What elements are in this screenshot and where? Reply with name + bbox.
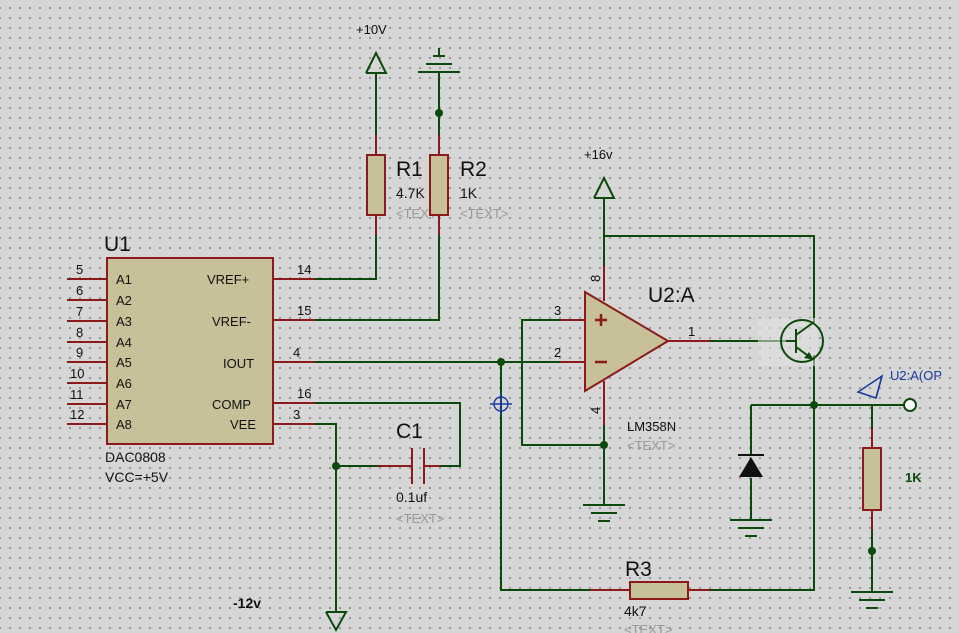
u2a-part: LM358N (627, 419, 676, 434)
u1-pin-num: 8 (76, 325, 83, 340)
voltage-probe[interactable]: U2:A(OP (856, 368, 942, 399)
r3-ref: R3 (625, 558, 652, 581)
resistor-r3[interactable]: R3 4k7 <TEXT> (590, 558, 710, 633)
ground-symbol-top[interactable] (418, 48, 460, 135)
u1-pin-num: 4 (293, 345, 300, 360)
u1-pin-num: 14 (297, 262, 311, 277)
u1-pin-num: 10 (70, 366, 84, 381)
ground-symbol-diode[interactable] (730, 519, 772, 537)
origin-marker (490, 393, 512, 415)
c1-text: <TEXT> (396, 511, 444, 526)
resistor-load[interactable]: 1K (862, 428, 922, 530)
transistor-npn[interactable] (758, 318, 824, 366)
ground-symbol-opamp[interactable] (583, 504, 625, 522)
resistor-r1[interactable]: R1 4.7K <TEXT> (366, 135, 444, 235)
junction-dot (600, 441, 608, 449)
u2a-pin-minus: 2 (554, 345, 561, 360)
ic-u1-dac0808[interactable]: U1 DAC0808 VCC=+5V 5 6 7 8 9 10 11 12 A1… (67, 233, 315, 485)
u1-pin-num: 15 (297, 303, 311, 318)
junction-dot (497, 358, 505, 366)
u2a-pin-out: 1 (688, 324, 695, 339)
u1-pin-name: A1 (116, 272, 132, 287)
junction-dot (868, 547, 876, 555)
power-terminal-plus16v[interactable]: +16v (584, 147, 616, 199)
u2a-pin-vcc: 8 (588, 275, 603, 282)
probe-label: U2:A(OP (890, 368, 942, 383)
u1-pin-name: IOUT (223, 356, 254, 371)
junction-dot (435, 109, 443, 117)
u1-left-pins: 5 6 7 8 9 10 11 12 A1 A2 A3 A4 A5 A6 A7 … (67, 262, 132, 432)
power-terminal-minus12v[interactable]: -12v (233, 595, 348, 633)
u1-pin-num: 16 (297, 386, 311, 401)
u1-part: DAC0808 (105, 449, 166, 465)
u1-pin-name: A8 (116, 417, 132, 432)
u1-pin-name: COMP (212, 397, 251, 412)
u1-pin-num: 9 (76, 345, 83, 360)
output-terminal[interactable] (903, 398, 917, 412)
junction-dot (332, 462, 340, 470)
u1-pin-num: 7 (76, 304, 83, 319)
plus10v-label: +10V (356, 22, 387, 37)
minus12v-label: -12v (233, 595, 261, 611)
r1-value: 4.7K (396, 185, 425, 201)
power-terminal-plus10v[interactable]: +10V (356, 22, 388, 135)
r2-ref: R2 (460, 158, 487, 181)
c1-ref: C1 (396, 420, 423, 443)
u1-pin-num: 11 (70, 387, 84, 402)
u2a-pin-plus: 3 (554, 303, 561, 318)
u1-pin-num: 12 (70, 407, 84, 422)
u1-pin-name: A7 (116, 397, 132, 412)
junction-dots (332, 358, 876, 555)
u1-pin-name: A5 (116, 355, 132, 370)
r3-text: <TEXT> (624, 622, 672, 633)
u2a-ref: U2:A (648, 284, 695, 307)
resistor-r2[interactable]: R2 1K <TEXT> (429, 135, 508, 235)
plus16v-label: +16v (584, 147, 613, 162)
r2-value: 1K (460, 185, 478, 201)
r3-value: 4k7 (624, 603, 647, 619)
c1-value: 0.1uf (396, 489, 427, 505)
u2a-text: <TEXT> (627, 438, 675, 453)
u1-pin-num: 3 (293, 407, 300, 422)
u2a-pin-gnd: 4 (588, 407, 603, 414)
u1-right-pins: 14 15 4 16 3 VREF+ VREF- IOUT COMP VEE (207, 262, 315, 432)
u1-pin-name: A6 (116, 376, 132, 391)
diode-d1[interactable] (738, 454, 764, 477)
u1-pin-name: A2 (116, 293, 132, 308)
u1-pin-name: VREF- (212, 314, 251, 329)
junction-dot (810, 401, 818, 409)
wires (315, 198, 904, 612)
u1-pin-name: A4 (116, 335, 132, 350)
opamp-u2a[interactable]: U2:A 3 2 1 8 4 LM358N <TEXT> (554, 266, 710, 453)
ground-symbol-load[interactable] (851, 591, 893, 609)
u1-ref: U1 (104, 233, 131, 256)
u1-pin-name: A3 (116, 314, 132, 329)
u1-pin-num: 5 (76, 262, 83, 277)
r1-ref: R1 (396, 158, 423, 181)
u1-vcc: VCC=+5V (105, 469, 169, 485)
r2-text: <TEXT> (460, 206, 508, 221)
load-value: 1K (905, 470, 922, 485)
u1-pin-num: 6 (76, 283, 83, 298)
u1-pin-name: VEE (230, 417, 256, 432)
u1-pin-name: VREF+ (207, 272, 249, 287)
capacitor-c1[interactable]: C1 0.1uf <TEXT> (378, 420, 444, 526)
